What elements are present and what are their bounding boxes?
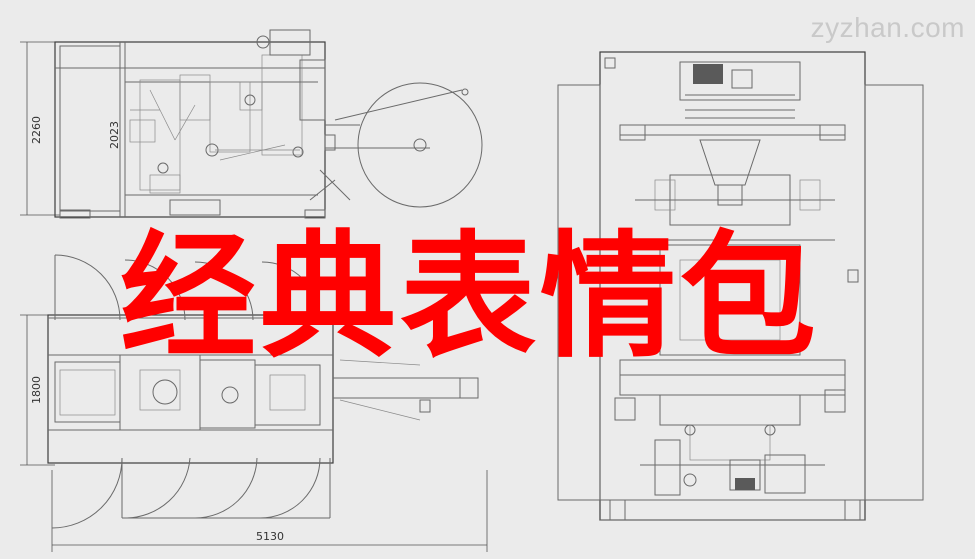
dim-5130: 5130 — [256, 530, 284, 543]
overlay-caption: 经典表情包 — [120, 219, 820, 377]
plan-view: 1800 5130 — [20, 254, 488, 552]
watermark-text: zyzhan.com — [810, 12, 965, 43]
dim-2260: 2260 — [30, 116, 43, 144]
dim-2023: 2023 — [108, 121, 121, 149]
elevation-view: 2260 2023 — [20, 29, 483, 219]
side-view — [557, 51, 924, 521]
dim-1800: 1800 — [30, 376, 43, 404]
